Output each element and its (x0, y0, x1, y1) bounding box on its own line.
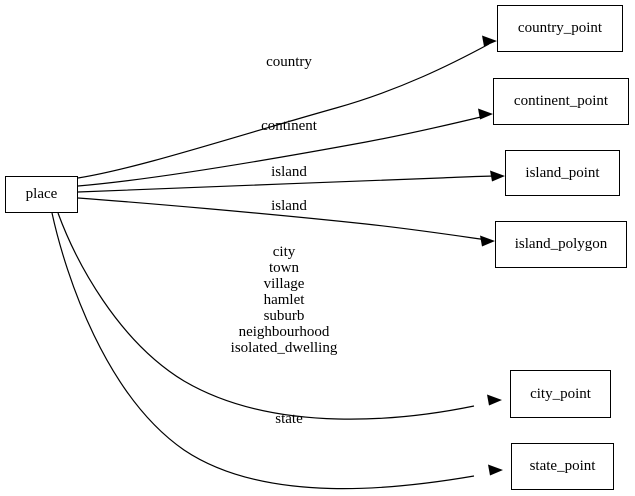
edge-line (57, 212, 475, 420)
edge-arrowhead (478, 108, 493, 120)
node-label: city_point (530, 385, 591, 402)
node-place[interactable]: place (5, 176, 78, 213)
edge-line (77, 115, 486, 187)
edge-label-place-continent_point: continent (261, 118, 317, 134)
node-label: island_polygon (514, 236, 608, 252)
edge-line (77, 175, 498, 193)
edge-label-place-state_point: state (275, 411, 303, 427)
edge-arrowhead (487, 394, 502, 406)
edge-label-place-country_point: country (266, 54, 312, 70)
node-continent_point[interactable]: continent_point (493, 78, 629, 125)
node-island_point[interactable]: island_point (505, 150, 620, 196)
edge-label-place-city_point: city town village hamlet suburb neighbou… (230, 244, 338, 356)
node-country_point[interactable]: country_point (497, 5, 623, 52)
node-city_point[interactable]: city_point (510, 370, 611, 418)
edge-arrowhead (490, 170, 505, 182)
node-state_point[interactable]: state_point (511, 443, 614, 490)
edge-arrowhead (480, 235, 495, 247)
edge-arrowhead (482, 35, 497, 47)
node-label: continent_point (513, 93, 609, 109)
edge-line (77, 197, 488, 241)
edge-arrowhead (488, 464, 503, 476)
node-label: place (25, 186, 58, 202)
node-label: country_point (517, 20, 603, 36)
node-island_polygon[interactable]: island_polygon (495, 221, 627, 268)
edge-line (51, 212, 475, 490)
node-label: state_point (529, 458, 596, 474)
node-label: island_point (525, 164, 600, 181)
edge-label-place-island_polygon: island (271, 198, 307, 214)
edge-line (77, 43, 490, 179)
edge-label-place-island_point: island (271, 164, 307, 180)
